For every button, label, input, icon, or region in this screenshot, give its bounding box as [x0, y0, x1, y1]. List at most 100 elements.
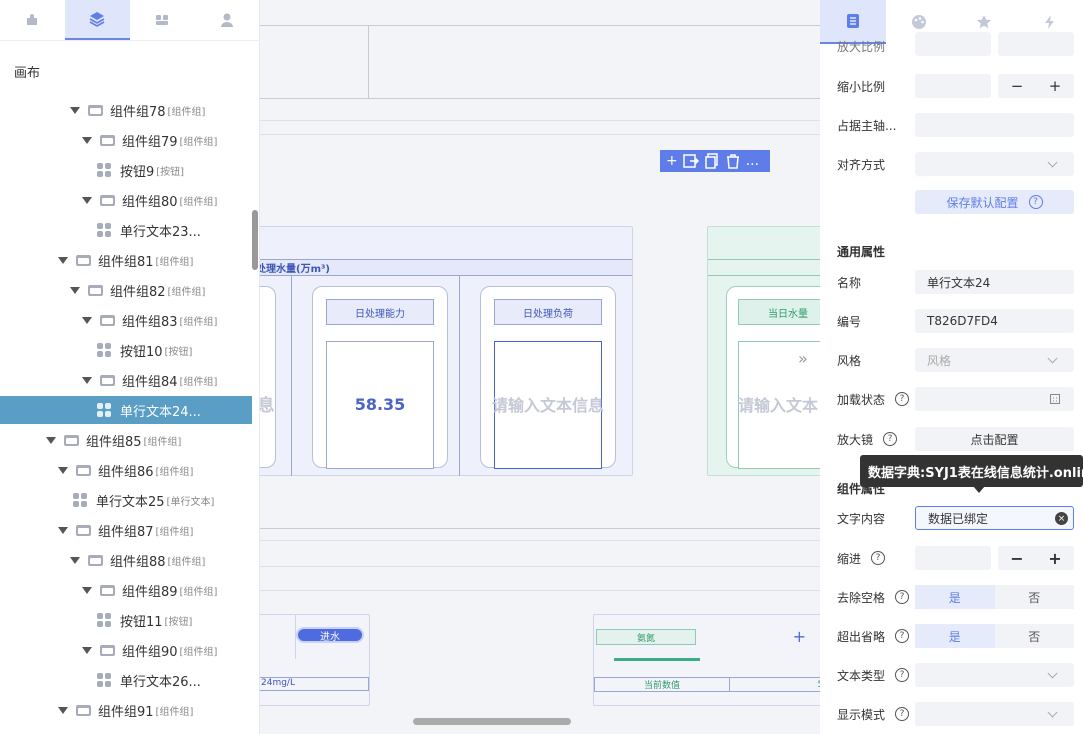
- tree-node[interactable]: 组件组89[组件组]: [82, 576, 217, 604]
- tree-scrollbar[interactable]: [252, 210, 258, 270]
- group-icon: [76, 254, 91, 266]
- id-input[interactable]: T826D7FD4: [915, 309, 1074, 333]
- expand-icon[interactable]: »: [798, 349, 808, 368]
- tree-node[interactable]: 组件组82[组件组]: [70, 276, 205, 304]
- zoom-ratio-stepper[interactable]: [998, 32, 1074, 56]
- tab-style[interactable]: [886, 0, 952, 44]
- tab-user[interactable]: [194, 0, 259, 40]
- caret-down-icon[interactable]: [82, 316, 92, 324]
- tree-node[interactable]: 按钮11[按钮]: [97, 606, 192, 634]
- tree-node[interactable]: 按钮10[按钮]: [97, 336, 192, 364]
- tree-node[interactable]: 单行文本24...: [0, 396, 252, 424]
- tree-node[interactable]: 组件组86[组件组]: [58, 456, 193, 484]
- trash-icon[interactable]: [725, 153, 741, 169]
- tab-properties[interactable]: [820, 0, 886, 44]
- plus-icon[interactable]: +: [1048, 548, 1062, 568]
- shrink-ratio-input[interactable]: [915, 74, 991, 98]
- help-icon[interactable]: ?: [871, 551, 886, 565]
- clear-icon[interactable]: ×: [1055, 512, 1068, 525]
- minus-icon[interactable]: −: [1010, 548, 1024, 568]
- minus-icon[interactable]: −: [1010, 77, 1024, 95]
- inflow-card[interactable]: 进水 24mg/L: [260, 614, 370, 706]
- help-icon[interactable]: ?: [895, 629, 910, 643]
- save-default-button[interactable]: 保存默认配置 ?: [915, 190, 1074, 214]
- magnifier-label: 放大镜: [837, 432, 874, 447]
- shrink-ratio-stepper[interactable]: − +: [998, 74, 1074, 98]
- caret-down-icon[interactable]: [58, 256, 68, 264]
- help-icon[interactable]: ?: [895, 707, 910, 721]
- indent-input[interactable]: [915, 546, 991, 570]
- zoom-ratio-input[interactable]: [915, 32, 991, 56]
- add-icon[interactable]: +: [792, 627, 806, 646]
- tab-components[interactable]: [0, 0, 65, 40]
- design-canvas[interactable]: + ... 处理水量(万m³) 息 日处理能力 58.35 日处理负荷 请输入文…: [260, 0, 820, 734]
- nitrogen-card[interactable]: 氨氮 + 当前数值 59: [593, 614, 820, 706]
- tree-node[interactable]: 单行文本25[单行文本]: [73, 486, 214, 514]
- calendar-icon[interactable]: [1050, 394, 1060, 404]
- display-mode-select[interactable]: [915, 702, 1074, 726]
- add-icon[interactable]: +: [666, 153, 678, 169]
- caret-down-icon[interactable]: [82, 646, 92, 654]
- tree-node[interactable]: 组件组79[组件组]: [82, 126, 217, 154]
- inflow-button[interactable]: 进水: [296, 627, 364, 643]
- help-icon[interactable]: ?: [895, 590, 910, 604]
- caret-down-icon[interactable]: [46, 436, 56, 444]
- tree-node[interactable]: 组件组85[组件组]: [46, 426, 181, 454]
- caret-down-icon[interactable]: [82, 376, 92, 384]
- ellipsis-yes[interactable]: 是: [915, 624, 995, 648]
- tree-node[interactable]: 组件组84[组件组]: [82, 366, 217, 394]
- style-select[interactable]: 风格: [915, 348, 1074, 372]
- plus-icon[interactable]: +: [1048, 77, 1062, 95]
- tree-node[interactable]: 组件组90[组件组]: [82, 636, 217, 664]
- export-icon[interactable]: [682, 153, 699, 169]
- help-icon[interactable]: ?: [895, 392, 910, 406]
- tree-node[interactable]: 单行文本26...: [97, 666, 201, 694]
- canvas-root-label[interactable]: 画布: [14, 66, 41, 81]
- tree-node[interactable]: 按钮9[按钮]: [97, 156, 184, 184]
- ellipsis-no[interactable]: 否: [994, 624, 1074, 648]
- name-input[interactable]: 单行文本24: [915, 270, 1074, 294]
- tree-node[interactable]: 单行文本23...: [97, 216, 201, 244]
- main-axis-input[interactable]: [915, 113, 1074, 137]
- help-icon[interactable]: ?: [895, 668, 910, 682]
- trim-no[interactable]: 否: [994, 585, 1074, 609]
- align-select[interactable]: [915, 152, 1074, 176]
- text-type-select[interactable]: [915, 663, 1074, 687]
- caret-down-icon[interactable]: [82, 586, 92, 594]
- caret-down-icon[interactable]: [82, 196, 92, 204]
- help-icon[interactable]: ?: [1028, 195, 1043, 209]
- tree-node[interactable]: 组件组83[组件组]: [82, 306, 217, 334]
- caret-down-icon[interactable]: [58, 466, 68, 474]
- water-volume-card[interactable]: 处理水量(万m³) 息 日处理能力 58.35 日处理负荷 请输入文本信息: [260, 226, 633, 476]
- load-value-box[interactable]: [494, 341, 602, 469]
- trim-toggle[interactable]: 是 否: [915, 585, 1074, 609]
- horizontal-scrollbar[interactable]: [413, 718, 571, 725]
- tab-events[interactable]: [1017, 0, 1083, 44]
- daily-water-card[interactable]: 当日水量 » 请输入文本: [707, 226, 820, 476]
- tree-node[interactable]: 组件组91[组件组]: [58, 696, 193, 724]
- group-icon: [100, 314, 115, 326]
- configure-button[interactable]: 点击配置: [915, 427, 1074, 451]
- tree-node[interactable]: 组件组87[组件组]: [58, 516, 193, 544]
- tab-layers[interactable]: [64, 0, 130, 40]
- tree-node[interactable]: 组件组81[组件组]: [58, 246, 193, 274]
- caret-down-icon[interactable]: [58, 706, 68, 714]
- caret-down-icon[interactable]: [70, 286, 80, 294]
- loading-state-input[interactable]: [915, 387, 1074, 411]
- caret-down-icon[interactable]: [82, 136, 92, 144]
- trim-yes[interactable]: 是: [915, 585, 995, 609]
- tree-node[interactable]: 组件组88[组件组]: [70, 546, 205, 574]
- tab-favorite[interactable]: [952, 0, 1018, 44]
- caret-down-icon[interactable]: [58, 526, 68, 534]
- help-icon[interactable]: ?: [883, 432, 898, 446]
- caret-down-icon[interactable]: [70, 556, 80, 564]
- more-icon[interactable]: ...: [745, 153, 760, 169]
- tree-node[interactable]: 组件组78[组件组]: [70, 96, 205, 124]
- ellipsis-toggle[interactable]: 是 否: [915, 624, 1074, 648]
- copy-icon[interactable]: [704, 153, 720, 169]
- indent-stepper[interactable]: − +: [998, 546, 1074, 570]
- caret-down-icon[interactable]: [70, 106, 80, 114]
- text-content-input[interactable]: 数据已绑定 ×: [915, 506, 1074, 530]
- tab-team[interactable]: [130, 0, 195, 40]
- tree-node[interactable]: 组件组80[组件组]: [82, 186, 217, 214]
